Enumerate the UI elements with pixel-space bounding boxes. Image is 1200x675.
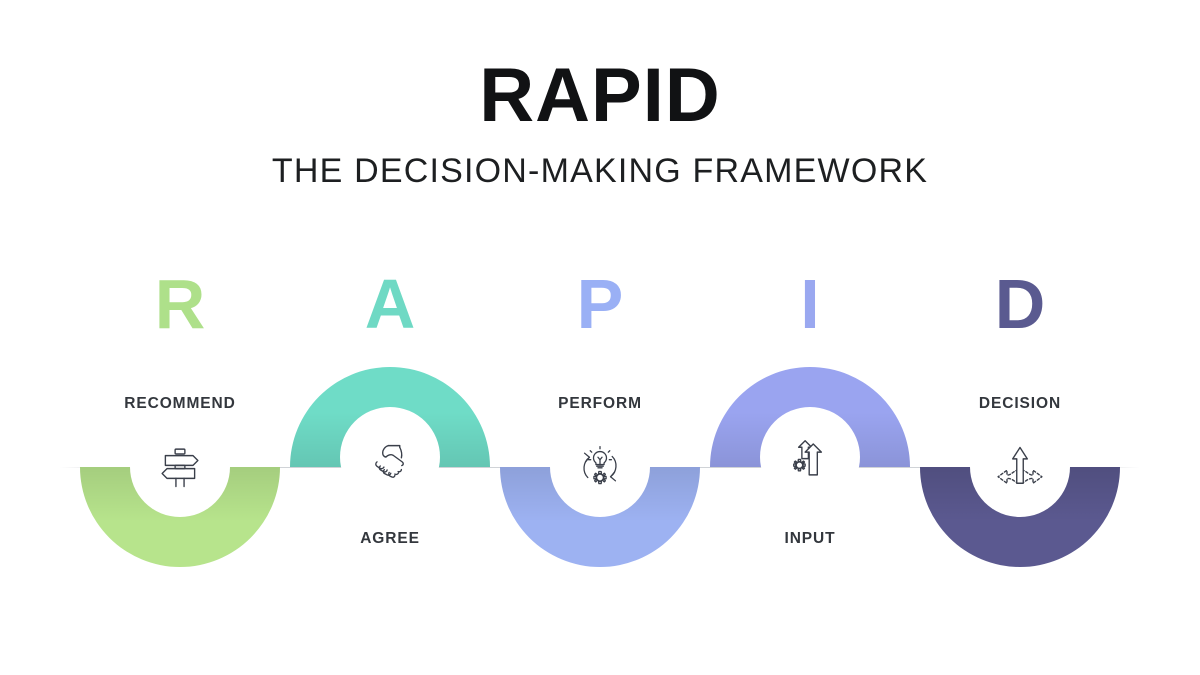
page-subtitle: THE DECISION-MAKING FRAMEWORK [271,152,929,190]
handshake-icon [375,444,404,478]
page-title: RAPID [479,53,721,138]
stage-label-decision: DECISION [978,395,1062,412]
arc-perform [500,467,700,577]
icon-circle-perform [550,417,650,517]
arc-recommend [80,467,280,577]
three-way-arrows-icon [997,446,1043,484]
stage-label-input: INPUT [784,530,836,547]
stage-label-perform: PERFORM [558,395,642,412]
stage-letter-a: A [364,265,416,343]
stage-letter-p: P [576,265,624,343]
arrows-up-gear-icon [793,440,823,476]
stage-label-agree: AGREE [360,530,420,547]
stage-input[interactable]: I INPUT [705,255,915,635]
stage-letter-i: I [800,265,820,343]
header: RAPID THE DECISION-MAKING FRAMEWORK [0,58,1200,191]
icon-circle-recommend [130,417,230,517]
stage-letter-r: R [154,265,206,343]
lightbulb-gear-cycle-icon [583,446,617,485]
stage-letter-d: D [994,265,1046,343]
signpost-icon [161,448,199,488]
stage-label-recommend: RECOMMEND [124,395,236,412]
arc-decision [920,467,1120,577]
stage-recommend[interactable]: R RECOMMEND [75,255,285,635]
stage-decision[interactable]: D DECISION [915,255,1125,635]
icon-circle-decision [970,417,1070,517]
stage-agree[interactable]: A AGREE [285,255,495,635]
icon-circle-input [760,407,860,507]
stage-perform[interactable]: P PERFORM [495,255,705,635]
rapid-diagram: R RECOMMEND [0,255,1200,635]
icon-circle-agree [340,407,440,507]
